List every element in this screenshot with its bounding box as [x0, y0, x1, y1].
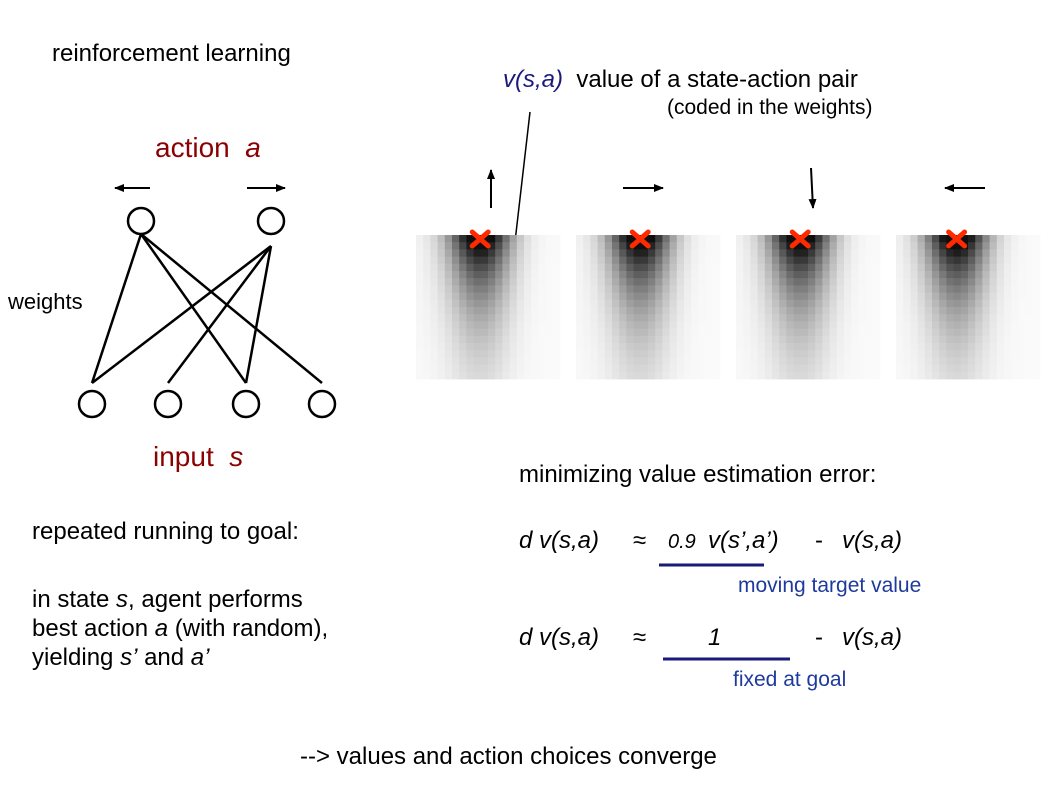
input-neuron-1	[77, 389, 107, 419]
heatmap-marker-1	[469, 229, 491, 249]
eq1-rhs: v(s,a)	[842, 527, 902, 554]
heatmap-marker-2	[629, 229, 651, 249]
weights-label: weights	[8, 289, 83, 314]
heatmap-4	[896, 235, 1041, 380]
heatmap-marker-3	[789, 229, 811, 249]
heatmap-2	[576, 235, 721, 380]
heatmap-arrow-down	[808, 167, 817, 209]
eq1-coef: 0.9	[668, 531, 696, 553]
action-neuron-right	[256, 206, 286, 236]
eq2-lhs: d v(s,a)	[519, 624, 600, 651]
eq2-rhs: v(s,a)	[842, 624, 902, 651]
slide-title: reinforcement learning	[52, 40, 291, 67]
heatmap-3	[736, 235, 881, 380]
eq1-note: moving target value	[738, 574, 922, 597]
procedure-heading: repeated running to goal:	[32, 518, 299, 545]
weight-connections	[90, 233, 323, 384]
eq2-approx: ≈	[633, 624, 647, 651]
input-neuron-4	[307, 389, 337, 419]
value-heatmaps	[416, 229, 1041, 380]
input-neuron-3	[231, 389, 261, 419]
heatmap-marker-4	[946, 229, 968, 249]
eq1-approx: ≈	[633, 527, 647, 554]
value-header: v(s,a) value of a state-action pair	[503, 66, 858, 93]
heatmap-1	[416, 235, 561, 380]
eq1-minus: -	[815, 527, 823, 554]
action-neuron-left	[126, 206, 156, 236]
input-label: input s	[153, 441, 244, 472]
input-neuron-2	[153, 389, 183, 419]
eq2-minus: -	[815, 624, 823, 651]
eq1-lhs: d v(s,a)	[519, 527, 600, 554]
value-header-sub: (coded in the weights)	[667, 96, 873, 119]
conclusion: --> values and action choices converge	[300, 743, 717, 770]
action-label: action a	[155, 132, 261, 163]
error-heading: minimizing value estimation error:	[519, 461, 877, 488]
eq2-term: 1	[708, 624, 722, 651]
eq2-note: fixed at goal	[733, 668, 847, 691]
eq1-term: v(s’,a’)	[708, 527, 779, 554]
procedure-body: in state s, agent performs best action a…	[32, 586, 329, 671]
